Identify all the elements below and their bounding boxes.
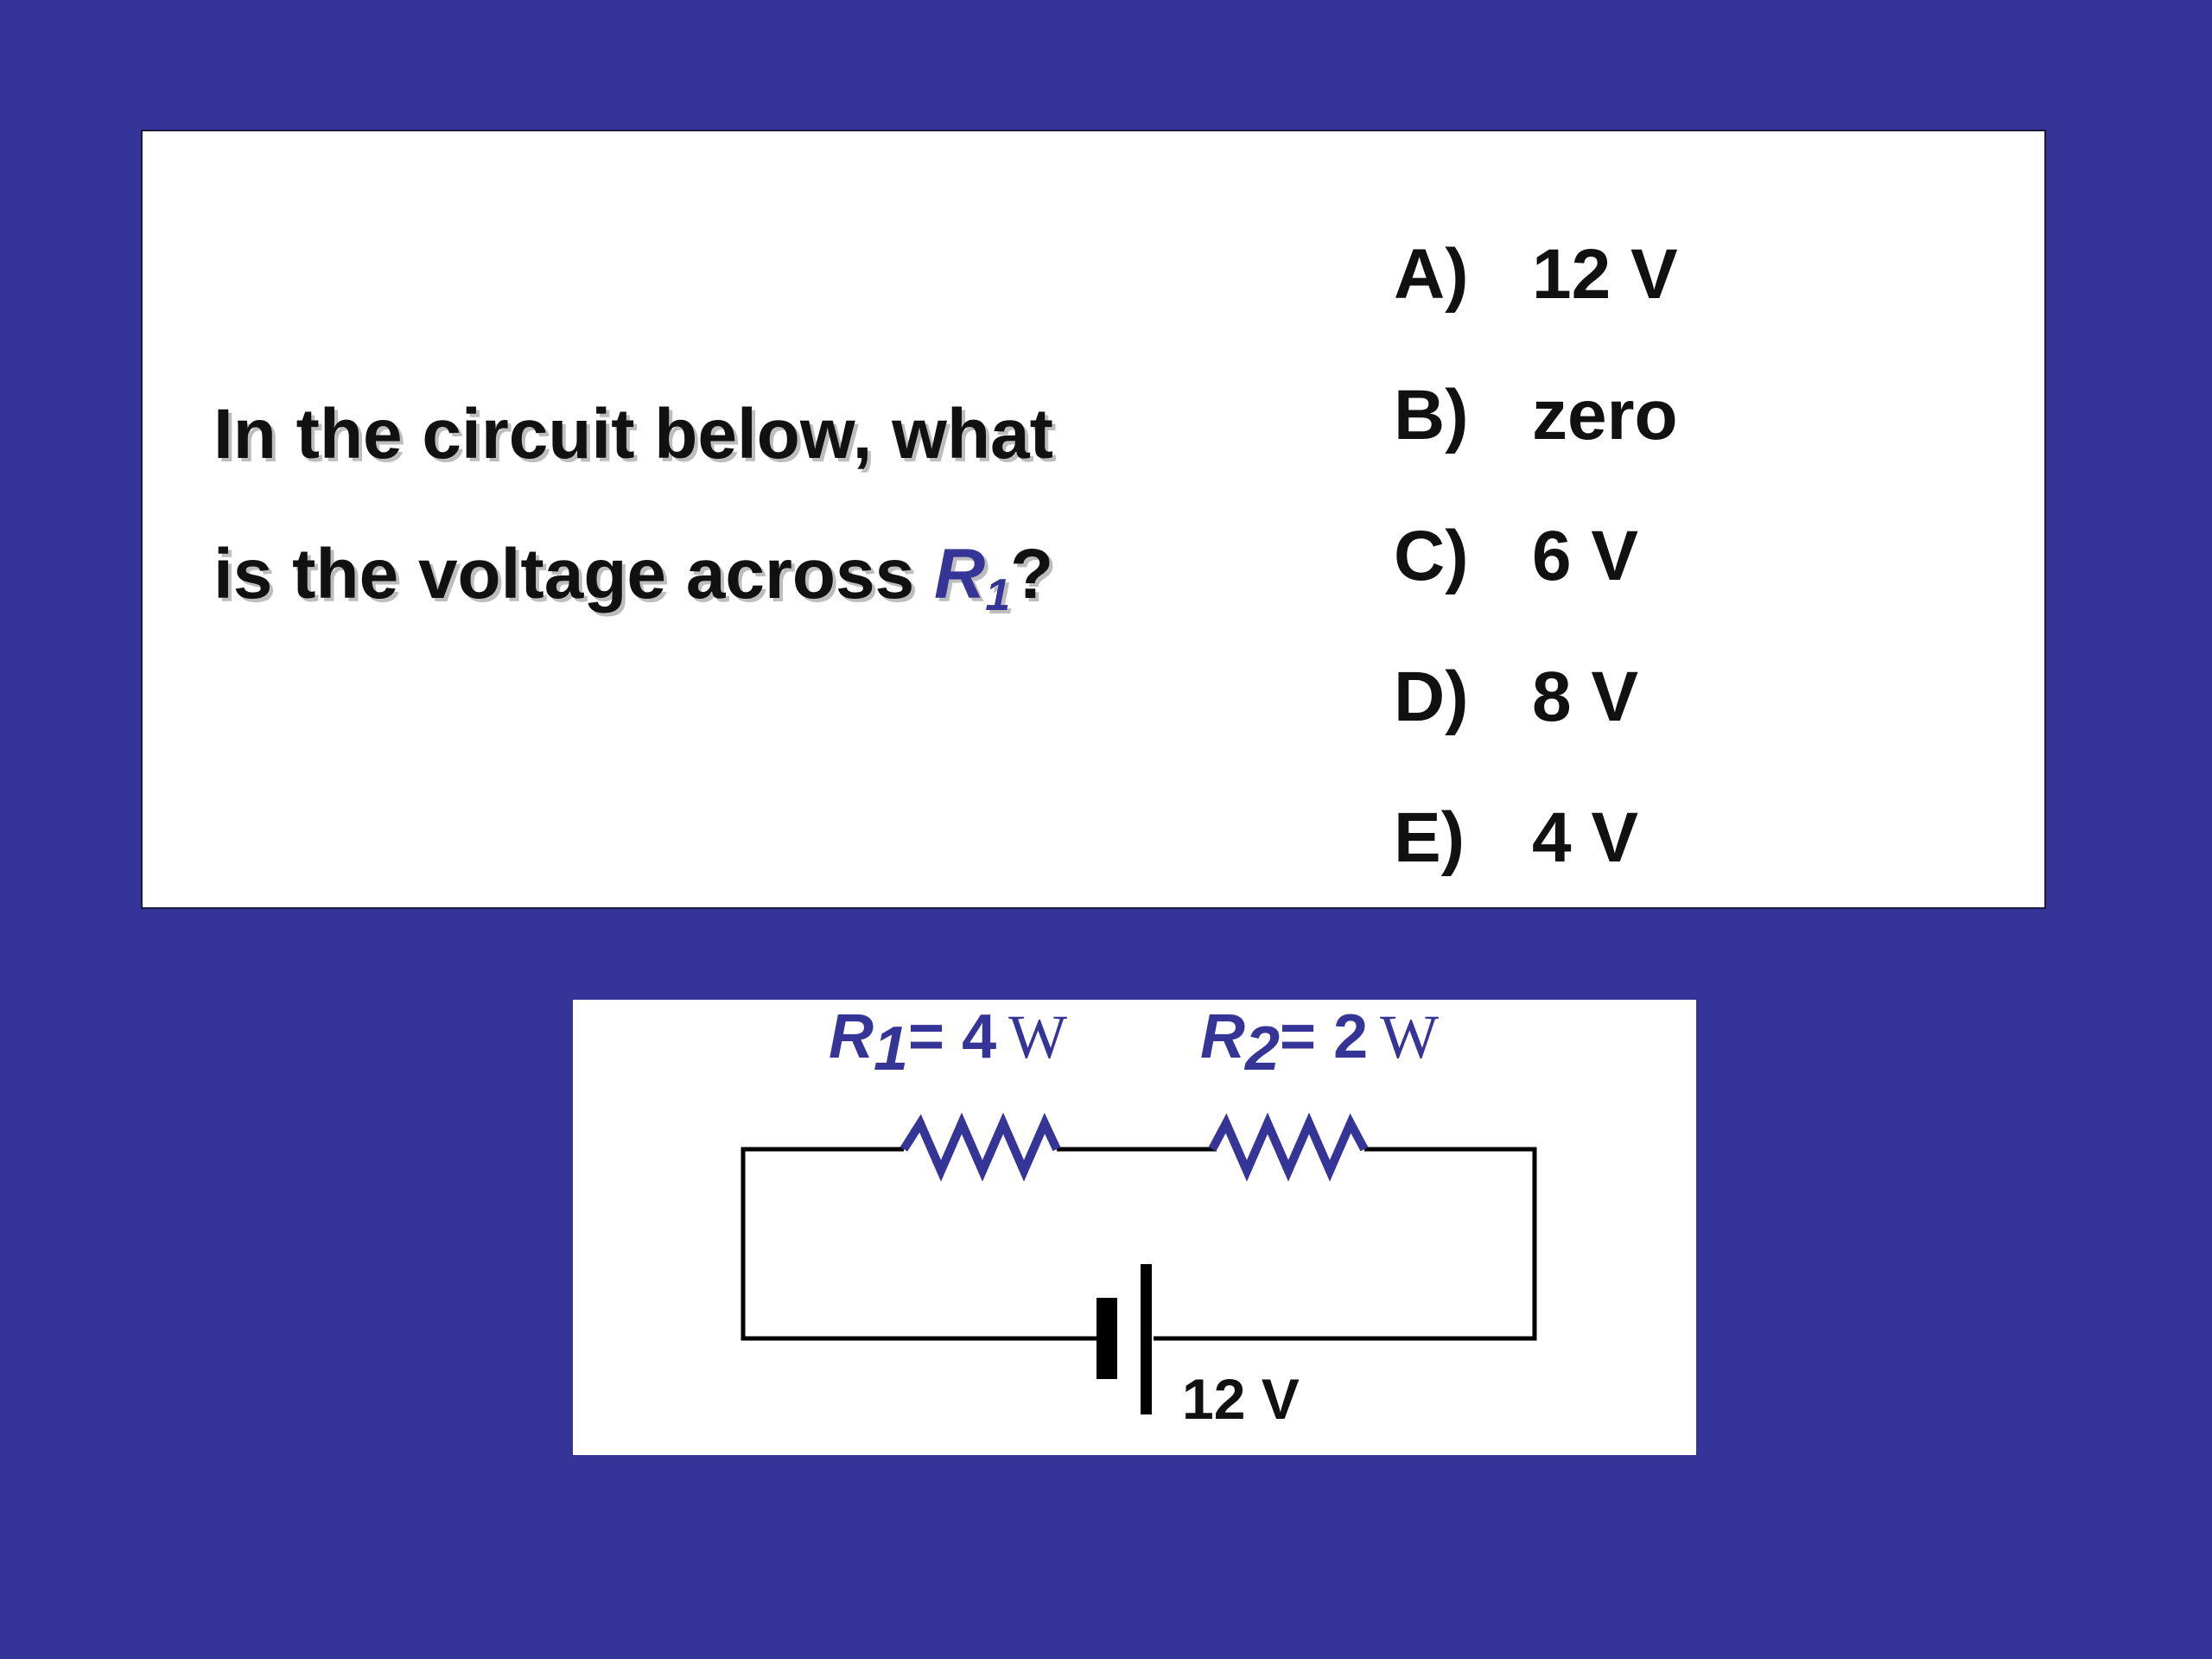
choice-b-text: zero — [1532, 375, 1678, 454]
question-line-2-suffix: ? — [1010, 535, 1054, 613]
battery-short-plate — [1096, 1298, 1117, 1379]
question-line-2-prefix: is the voltage across — [213, 535, 935, 613]
choice-c-letter: C) — [1394, 516, 1469, 595]
choice-e-letter: E) — [1394, 798, 1465, 877]
r2-resistor-icon — [1208, 1112, 1369, 1182]
answer-choices: A) 12 V B) zero C) 6 V D) 8 V E) 4 V — [1394, 204, 1678, 908]
choice-c-text: 6 V — [1532, 516, 1639, 595]
question-text: In the circuit below, what is the voltag… — [213, 365, 1164, 665]
r1-symbol: R — [829, 1002, 874, 1071]
r1-resistor-icon — [899, 1112, 1061, 1182]
question-variable-subscript: 1 — [985, 570, 1011, 620]
choice-c[interactable]: C) 6 V — [1394, 486, 1678, 626]
choice-b[interactable]: B) zero — [1394, 345, 1678, 486]
choice-a-letter: A) — [1394, 234, 1469, 314]
circuit-wires — [741, 1147, 1537, 1341]
question-variable-symbol: R — [934, 535, 986, 613]
choice-b-letter: B) — [1394, 375, 1469, 454]
choice-d[interactable]: D) 8 V — [1394, 626, 1678, 767]
question-line-2: is the voltage across R1? — [213, 505, 1164, 665]
question-variable: R1 — [934, 535, 1010, 620]
r1-unit: W — [1008, 1002, 1067, 1071]
battery-label: 12 V — [1182, 1367, 1300, 1431]
choice-a[interactable]: A) 12 V — [1394, 204, 1678, 345]
battery-long-plate — [1141, 1264, 1152, 1414]
choice-e-text: 4 V — [1532, 798, 1639, 877]
choice-e[interactable]: E) 4 V — [1394, 767, 1678, 908]
choice-a-text: 12 V — [1532, 234, 1678, 314]
r1-value: = 4 — [908, 1002, 996, 1071]
r1-subscript: 1 — [874, 1014, 908, 1084]
choice-d-letter: D) — [1394, 657, 1469, 736]
wire-right — [1154, 1147, 1537, 1341]
r2-value: = 2 — [1280, 1002, 1368, 1071]
r2-unit: W — [1380, 1002, 1439, 1071]
r2-symbol: R — [1200, 1002, 1245, 1071]
question-card: In the circuit below, what is the voltag… — [141, 130, 2046, 909]
question-line-1: In the circuit below, what — [213, 395, 1053, 474]
r2-subscript: 2 — [1243, 1014, 1280, 1084]
choice-d-text: 8 V — [1532, 657, 1639, 736]
wire-left — [741, 1147, 1109, 1341]
